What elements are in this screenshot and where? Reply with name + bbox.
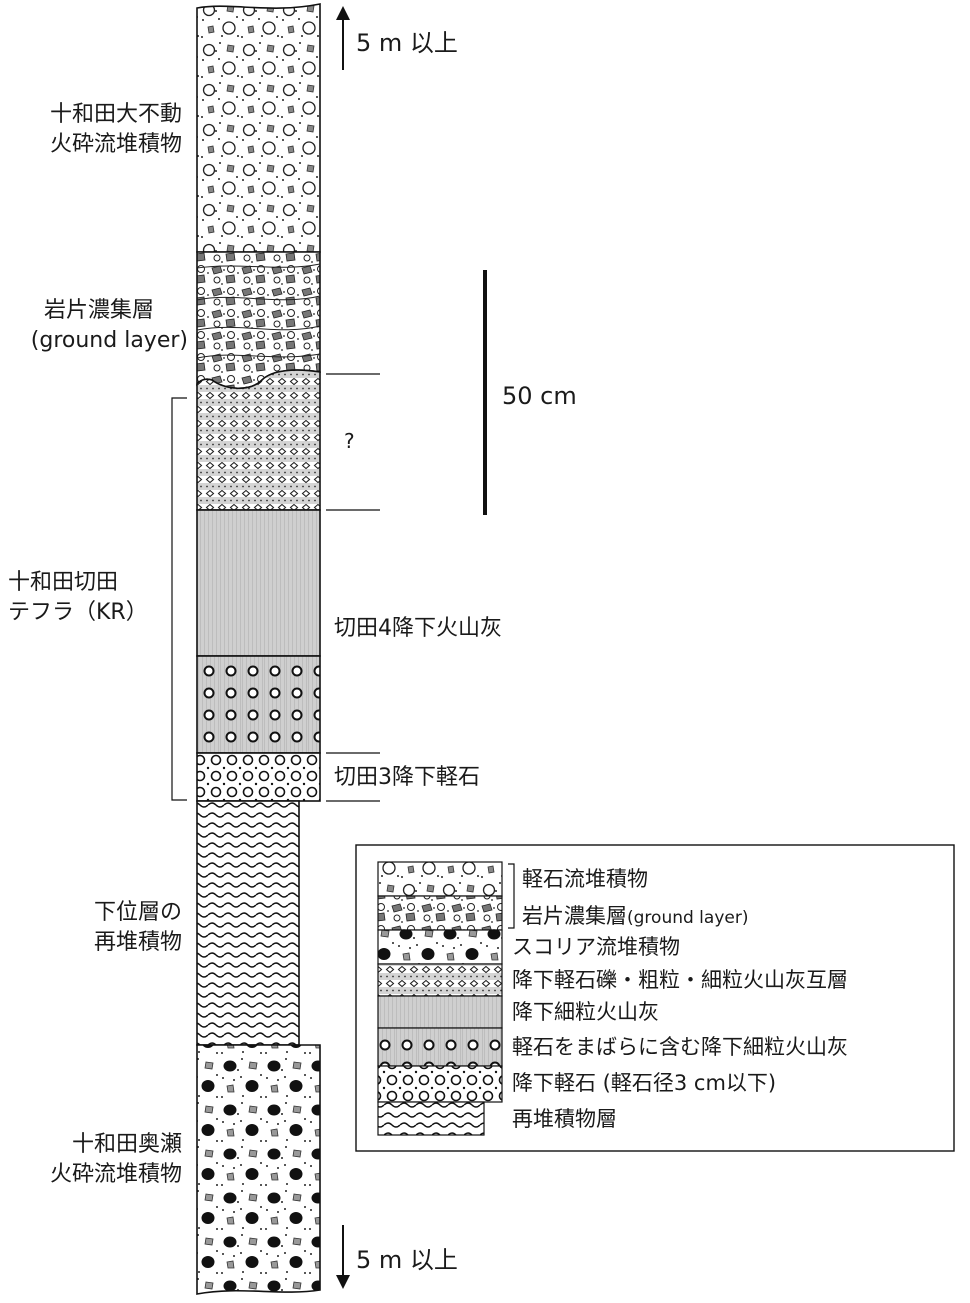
- arrow-up-icon: [336, 6, 350, 70]
- unit-label-okose: 十和田奥瀬 火砕流堆積物: [10, 1130, 182, 1190]
- legend-item-fine-ash: 降下細粒火山灰: [512, 999, 659, 1025]
- arrow-down-icon: [336, 1225, 350, 1289]
- legend-item-pumice-flow: 軽石流堆積物: [522, 866, 648, 892]
- legend-item-scoria-flow: スコリア流堆積物: [512, 934, 680, 960]
- column-unit-kirita4-sparse-pumice: [196, 655, 321, 754]
- legend-label: 降下軽石 (軽石径3 cm以下): [512, 1071, 777, 1095]
- bottom-arrow-label: 5 m 以上: [356, 1246, 458, 1274]
- layer-label-kirita4: 切田4降下火山灰: [334, 616, 502, 641]
- unit-label-okose-line1: 十和田奥瀬: [71, 1132, 182, 1157]
- legend-label: 再堆積物層: [512, 1107, 617, 1131]
- column-unit-reworked: [196, 800, 300, 1046]
- legend-item-reworked: 再堆積物層: [512, 1106, 617, 1132]
- top-arrow-label: 5 m 以上: [356, 29, 458, 57]
- unit-label-ground-layer: 岩片濃集層 (ground layer): [10, 296, 188, 356]
- question-mark: ?: [344, 429, 355, 453]
- column-unit-okutodo: [196, 3, 321, 253]
- legend-label-suffix: (ground layer): [627, 908, 749, 928]
- layer-label-kirita3: 切田3降下軽石: [334, 765, 480, 790]
- legend-label: スコリア流堆積物: [512, 935, 680, 959]
- unit-label-okose-line2: 火砕流堆積物: [49, 1162, 182, 1187]
- unit-label-reworked-line1: 下位層の: [93, 900, 182, 925]
- legend-label: 軽石流堆積物: [522, 867, 648, 891]
- legend-item-ground-layer: 岩片濃集層(ground layer): [522, 903, 748, 931]
- unit-label-kirita-line1: 十和田切田: [8, 570, 119, 595]
- unit-label-kirita-line2: テフラ（KR）: [8, 600, 148, 625]
- unit-label-kirita: 十和田切田 テフラ（KR）: [8, 568, 148, 628]
- boundary-ticks: [326, 373, 380, 802]
- column-unit-kirita4-ash: [196, 509, 321, 657]
- legend-item-sparse-pumice-ash: 軽石をまばらに含む降下細粒火山灰: [512, 1034, 848, 1060]
- unit-label-ground-layer-line1: 岩片濃集層: [43, 298, 154, 323]
- column-unit-ground-layer: [196, 251, 321, 390]
- column-unit-kirita3-pumice: [196, 752, 321, 802]
- unit-label-reworked: 下位層の 再堆積物: [10, 898, 182, 958]
- scale-label: 50 cm: [502, 382, 577, 410]
- legend-label: 岩片濃集層: [522, 904, 627, 928]
- legend-label: 軽石をまばらに含む降下細粒火山灰: [512, 1035, 848, 1059]
- kirita-bracket: [171, 397, 187, 801]
- legend-label: 降下軽石礫・粗粒・細粒火山灰互層: [512, 968, 848, 992]
- column-unit-alternating-fall: [196, 369, 321, 511]
- unit-label-reworked-line2: 再堆積物: [93, 930, 182, 955]
- legend-bracket: [508, 863, 515, 929]
- legend-swatches: [377, 861, 503, 1136]
- unit-label-okutodo: 十和田大不動 火砕流堆積物: [10, 100, 182, 160]
- unit-label-ground-layer-line2: (ground layer): [30, 328, 188, 353]
- legend-item-alternating-fall: 降下軽石礫・粗粒・細粒火山灰互層: [512, 967, 848, 993]
- column-unit-okose: [196, 1044, 321, 1295]
- unit-label-okutodo-line2: 火砕流堆積物: [49, 132, 182, 157]
- legend-label: 降下細粒火山灰: [512, 1000, 659, 1024]
- unit-label-okutodo-line1: 十和田大不動: [49, 102, 182, 127]
- legend-item-fall-pumice: 降下軽石 (軽石径3 cm以下): [512, 1070, 776, 1096]
